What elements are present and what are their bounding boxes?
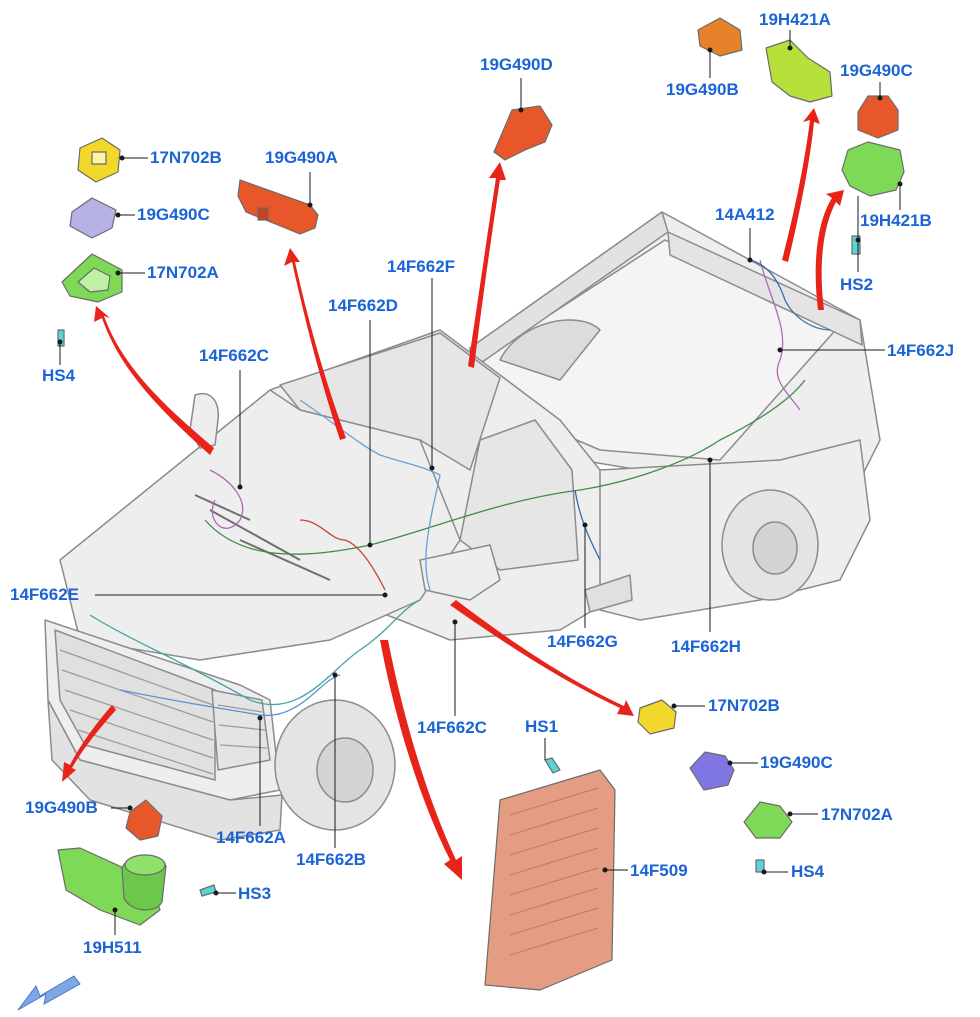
label-14f662f: 14F662F (387, 257, 456, 276)
pickup-truck-illustration (44, 211, 881, 841)
part-19g490a (237, 179, 319, 235)
label-14f662e: 14F662E (10, 585, 79, 604)
part-19g490a-connector (257, 207, 269, 221)
part-19h511-cylinder-top (124, 854, 166, 876)
label-14f662g: 14F662G (547, 632, 618, 651)
label-14f662c-bottom: 14F662C (417, 718, 487, 737)
leader-lines (57, 30, 903, 935)
callout-arrow-14f509 (380, 640, 462, 880)
label-19g490a: 19G490A (265, 148, 338, 167)
front-direction-arrow-icon (17, 975, 81, 1011)
wire-14f662d (299, 519, 386, 591)
label-19g490c-top-left: 19G490C (137, 205, 210, 224)
rear-wheel-hub (752, 521, 798, 575)
callout-arrows (62, 108, 844, 880)
label-17n702a-top-left: 17N702A (147, 263, 219, 282)
grille (54, 629, 216, 781)
wire-14f662c (209, 469, 244, 529)
label-19h421b: 19H421B (860, 211, 932, 230)
headlamp-lines (217, 704, 268, 749)
label-19g490b-bottom-left: 19G490B (25, 798, 98, 817)
part-19g490c-top-left (69, 197, 117, 239)
part-17n702b-bottom-right (637, 699, 677, 735)
hood-vents (194, 494, 331, 581)
part-19g490b-top-right (697, 17, 743, 57)
label-19h511: 19H511 (83, 938, 142, 957)
front-wheel-hub (316, 737, 374, 803)
wire-14f662g (574, 489, 601, 561)
label-19g490d: 19G490D (480, 55, 553, 74)
right-mirror (419, 544, 501, 601)
wire-14f662b (119, 674, 341, 716)
callout-arrow-19h421b (815, 190, 844, 310)
part-hs3 (199, 884, 217, 897)
callout-arrow-19h421a (782, 108, 820, 262)
label-14f662a: 14F662A (216, 828, 286, 847)
label-17n702b-top-left: 17N702B (150, 148, 222, 167)
label-14a412: 14A412 (715, 205, 775, 224)
callout-arrow-19g490a (284, 248, 346, 440)
part-17n702a-bottom-right (743, 801, 793, 839)
part-hs1 (544, 757, 561, 774)
part-19g490d (493, 105, 553, 161)
component-parts (57, 17, 905, 991)
label-14f662d: 14F662D (328, 296, 398, 315)
label-hs4-top-left: HS4 (42, 366, 76, 385)
part-14f509-ribs (509, 787, 599, 956)
label-17n702b-bottom-right: 17N702B (708, 696, 780, 715)
callout-arrow-17n702 (94, 306, 214, 455)
step-bar (584, 574, 633, 613)
callout-arrow-19g490d (468, 162, 506, 368)
label-14f509: 14F509 (630, 861, 688, 880)
label-hs4-bottom-right: HS4 (791, 862, 825, 881)
part-19g490c-bottom-right (689, 751, 735, 791)
part-14f509 (484, 769, 616, 991)
part-17n702b-top-left-inner (91, 151, 107, 165)
label-19g490c-bottom-right: 19G490C (760, 753, 833, 772)
label-17n702a-bottom-right: 17N702A (821, 805, 893, 824)
wire-14f662j (759, 259, 801, 411)
part-19g490c-top-right (857, 95, 899, 139)
label-14f662b: 14F662B (296, 850, 366, 869)
wheel-well-hump (499, 319, 601, 381)
label-hs1: HS1 (525, 717, 559, 736)
label-19g490c-top-right: 19G490C (840, 61, 913, 80)
label-hs2: HS2 (840, 275, 874, 294)
tailgate (667, 231, 863, 346)
part-19h421a (765, 39, 833, 103)
label-19g490b-top-right: 19G490B (666, 80, 739, 99)
part-17n702a-top-left-inner (77, 267, 111, 293)
label-14f662h: 14F662H (671, 637, 741, 656)
wire-14f662e (204, 379, 806, 555)
wire-14a412 (749, 259, 831, 331)
wire-14f662a (89, 599, 421, 706)
callout-arrow-17n702b (450, 600, 634, 716)
part-19h421b (841, 141, 905, 197)
part-19g490b-bottom-left (125, 799, 163, 841)
grille-bars (59, 649, 214, 775)
label-14f662c-top: 14F662C (199, 346, 269, 365)
label-14f662j: 14F662J (887, 341, 955, 360)
callout-arrow-19h511 (62, 705, 116, 782)
label-19h421a: 19H421A (759, 10, 831, 29)
label-hs3: HS3 (238, 884, 272, 903)
